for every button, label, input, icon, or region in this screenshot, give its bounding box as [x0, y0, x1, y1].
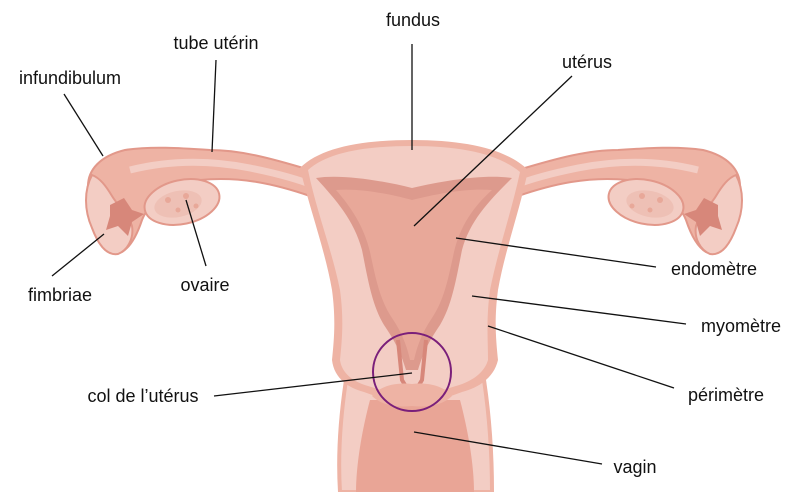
right-ovary-inner	[626, 190, 674, 218]
label-endometrium: endomètre	[671, 259, 757, 279]
label-fundus: fundus	[386, 10, 440, 30]
label-tube: tube utérin	[173, 33, 258, 53]
right-ovary-follicle	[647, 207, 653, 213]
leader-lines	[51, 44, 687, 465]
label-fimbriae: fimbriae	[28, 285, 92, 305]
left-fimbriae	[85, 173, 134, 256]
left-ovary-follicle	[165, 197, 171, 203]
uterus	[300, 140, 528, 492]
leader-endometrium	[455, 237, 657, 268]
right-fimbriae-inner	[684, 198, 722, 236]
leader-uterus	[413, 75, 573, 227]
leader-infundibulum	[63, 93, 104, 157]
leader-perimetrium	[487, 325, 675, 389]
right-ovary-follicle	[629, 203, 635, 209]
label-uterus: utérus	[562, 52, 612, 72]
right-fimbriae	[694, 173, 743, 256]
leader-fimbriae	[51, 233, 105, 277]
left-adnexa	[85, 146, 317, 256]
right-tube-lumen	[511, 158, 699, 190]
labels: fundus tube utérin infundibulum utérus f…	[19, 10, 781, 477]
right-ovary-follicle	[657, 197, 663, 203]
label-ovary: ovaire	[180, 275, 229, 295]
leader-ovary	[185, 199, 207, 267]
label-cervix: col de l’utérus	[87, 386, 198, 406]
left-ovary-follicle	[183, 193, 189, 199]
uterine-cavity	[336, 189, 492, 360]
label-perimetrium: périmètre	[688, 385, 764, 405]
label-vagina: vagin	[613, 457, 656, 477]
label-myometrium: myomètre	[701, 316, 781, 336]
left-ovary-follicle	[193, 203, 199, 209]
cervix-lips	[372, 383, 452, 407]
left-tube-lumen	[129, 158, 317, 190]
leader-cervix	[213, 372, 413, 397]
cervix-highlight-circle	[372, 332, 452, 412]
leader-vagina	[413, 431, 603, 465]
left-fimbriae-inner	[106, 198, 144, 236]
vagina-lumen	[356, 400, 474, 492]
right-ovary-follicle	[639, 193, 645, 199]
label-infundibulum: infundibulum	[19, 68, 121, 88]
right-adnexa	[511, 146, 743, 256]
leader-myometrium	[471, 295, 687, 325]
left-ovary-follicle	[175, 207, 181, 213]
leader-tube	[211, 59, 217, 153]
